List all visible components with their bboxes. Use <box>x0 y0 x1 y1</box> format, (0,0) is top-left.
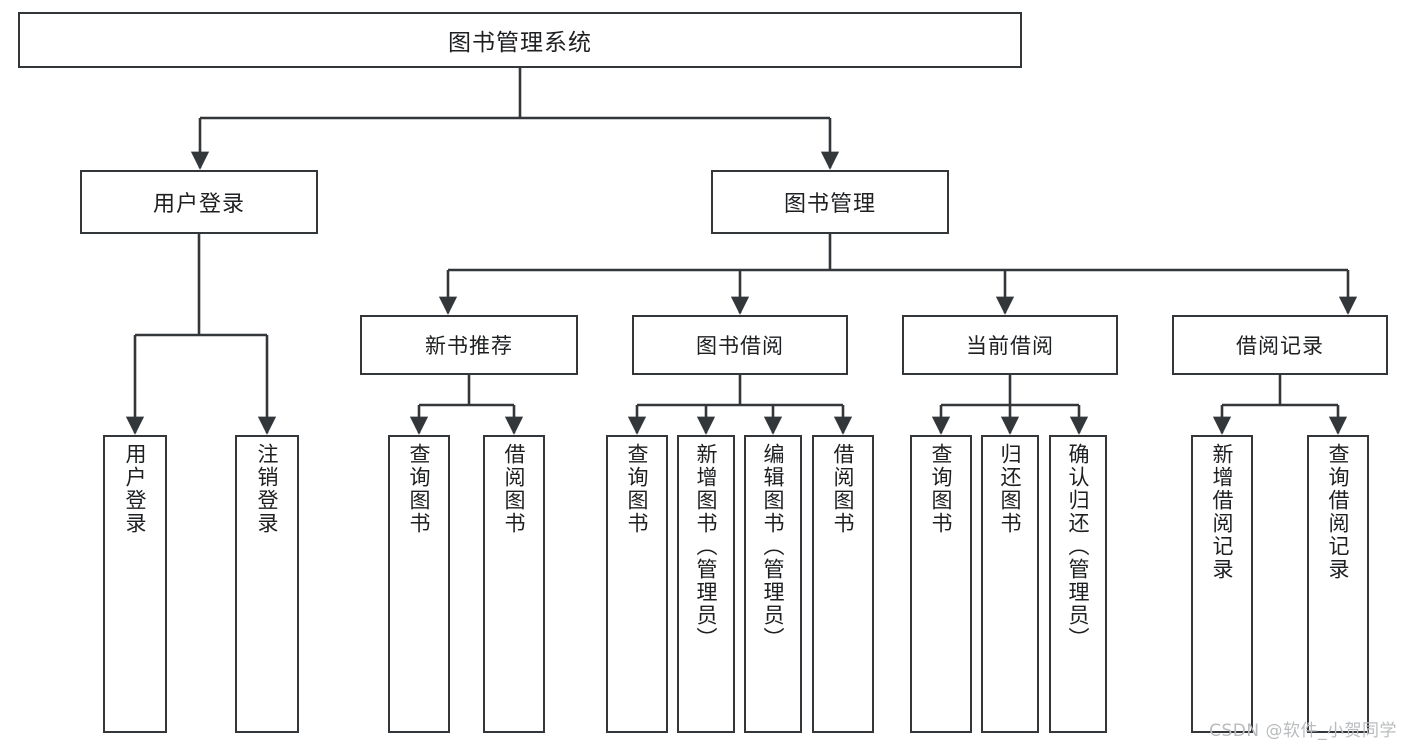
leaf-label: 用户登录 <box>123 443 148 535</box>
leaf-borrow-borrow-book[interactable]: 借阅图书 <box>812 435 874 733</box>
node-user-login[interactable]: 用户登录 <box>80 170 318 234</box>
node-book-management-label: 图书管理 <box>783 192 876 217</box>
leaf-record-query-record[interactable]: 查询借阅记录 <box>1307 435 1369 733</box>
leaf-label: 注销登录 <box>255 443 280 535</box>
node-new-book-recommend[interactable]: 新书推荐 <box>360 315 578 375</box>
node-user-login-label: 用户登录 <box>152 192 245 217</box>
leaf-user-login-logout[interactable]: 注销登录 <box>235 435 299 733</box>
leaf-new-book-borrow[interactable]: 借阅图书 <box>483 435 545 733</box>
leaf-label: 查询图书 <box>625 443 650 535</box>
leaf-label: 查询图书 <box>407 443 432 535</box>
leaf-label: 借阅图书 <box>502 443 527 535</box>
leaf-label: 查询借阅记录 <box>1326 443 1351 581</box>
leaf-new-book-query[interactable]: 查询图书 <box>388 435 450 733</box>
node-book-borrow-label: 图书借阅 <box>696 334 784 358</box>
leaf-current-confirm-return-admin[interactable]: 确认归还（管理员） <box>1049 435 1107 733</box>
node-current-borrow-label: 当前借阅 <box>966 334 1054 358</box>
leaf-label: 编辑图书（管理员） <box>761 443 786 650</box>
node-root[interactable]: 图书管理系统 <box>18 12 1022 68</box>
leaf-label: 新增图书（管理员） <box>694 443 719 650</box>
leaf-current-return-book[interactable]: 归还图书 <box>981 435 1039 733</box>
leaf-label: 新增借阅记录 <box>1210 443 1235 581</box>
node-book-management[interactable]: 图书管理 <box>711 170 949 234</box>
leaf-borrow-query-book[interactable]: 查询图书 <box>606 435 668 733</box>
node-root-label: 图书管理系统 <box>448 30 592 56</box>
leaf-label: 确认归还（管理员） <box>1066 443 1091 650</box>
leaf-borrow-edit-book-admin[interactable]: 编辑图书（管理员） <box>744 435 802 733</box>
leaf-label: 借阅图书 <box>831 443 856 535</box>
leaf-record-add-record[interactable]: 新增借阅记录 <box>1191 435 1253 733</box>
node-new-book-recommend-label: 新书推荐 <box>425 334 513 358</box>
node-borrow-record[interactable]: 借阅记录 <box>1172 315 1388 375</box>
leaf-user-login-login[interactable]: 用户登录 <box>103 435 167 733</box>
node-book-borrow[interactable]: 图书借阅 <box>632 315 848 375</box>
node-borrow-record-label: 借阅记录 <box>1236 334 1324 358</box>
leaf-label: 归还图书 <box>998 443 1023 535</box>
leaf-current-query-book[interactable]: 查询图书 <box>910 435 972 733</box>
node-current-borrow[interactable]: 当前借阅 <box>902 315 1118 375</box>
leaf-label: 查询图书 <box>929 443 954 535</box>
leaf-borrow-add-book-admin[interactable]: 新增图书（管理员） <box>677 435 735 733</box>
